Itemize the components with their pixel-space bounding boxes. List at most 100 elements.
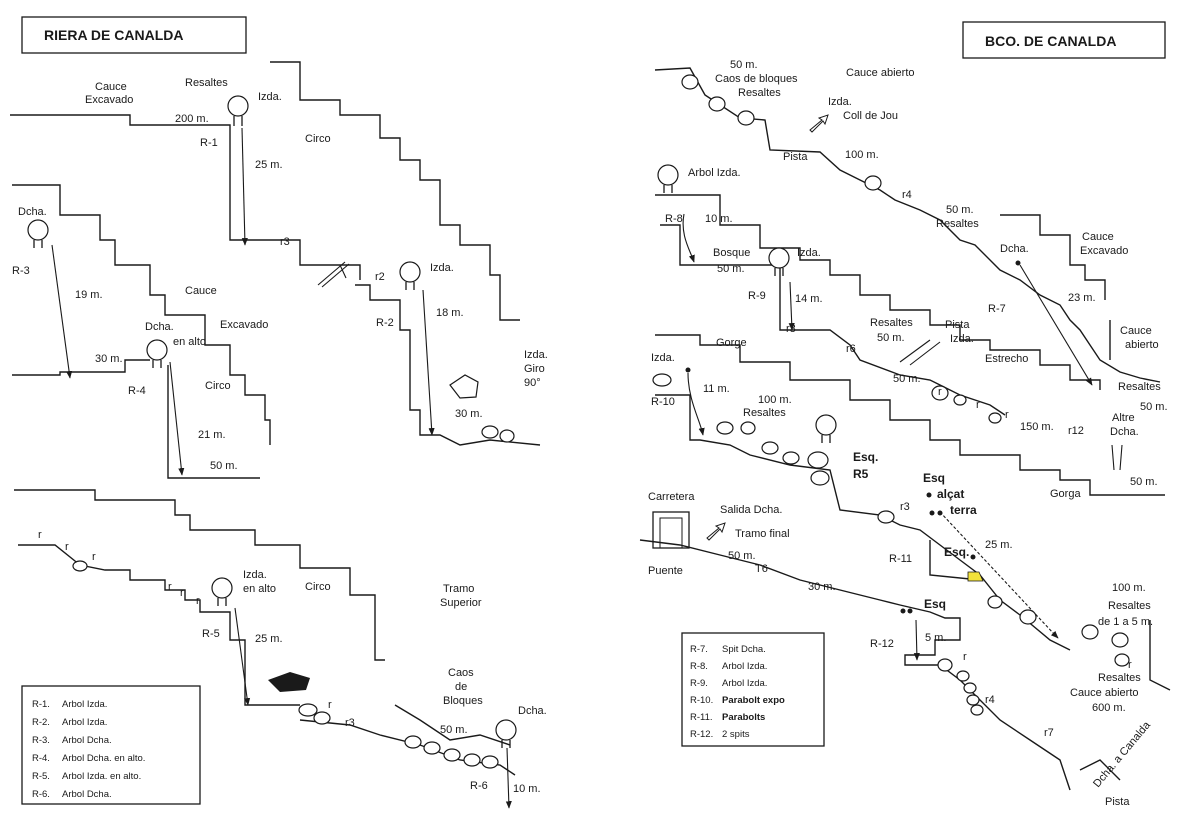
legend-text: Arbol Izda. xyxy=(722,661,767,672)
label-circo: Circo xyxy=(305,133,331,145)
label-dcha: Dcha. xyxy=(1000,243,1029,255)
boulder xyxy=(966,694,980,706)
label-resalte: r xyxy=(938,386,942,398)
label-length: 18 m. xyxy=(436,307,464,319)
boulder xyxy=(937,658,953,672)
label-rappel-r9: R-9 xyxy=(748,290,766,302)
label-resalte-r4: r4 xyxy=(902,189,912,201)
label-salida-dcha: Salida Dcha. xyxy=(720,504,782,516)
label-length: 11 m. xyxy=(703,383,730,395)
anchor-terra xyxy=(929,510,935,516)
label-en-alto: en alto xyxy=(243,583,276,595)
label-excavado: Excavado xyxy=(220,319,268,331)
label-resalte: r xyxy=(1005,409,1009,421)
label-length: 30 m. xyxy=(455,408,483,420)
label-resaltes: Resaltes xyxy=(1108,600,1151,612)
legend-text: Parabolts xyxy=(722,712,765,723)
label-rappel-r5: R5 xyxy=(853,467,869,481)
label-rappel-r5: R-5 xyxy=(202,628,220,640)
boulder xyxy=(931,385,949,401)
tree-esq-r5-icon xyxy=(815,414,837,443)
legend-code: R-6. xyxy=(32,789,50,800)
wall-r3-upper xyxy=(12,184,271,445)
label-length: 10 m. xyxy=(513,783,541,795)
wall-r12-lower xyxy=(639,539,1071,791)
label-rappel-r7: R-7 xyxy=(988,303,1006,315)
boulder xyxy=(716,421,734,435)
wall-r11-step xyxy=(929,540,981,581)
anchor-r12 xyxy=(900,608,906,614)
pista-line xyxy=(909,341,941,366)
tree-r5-icon xyxy=(211,577,233,606)
label-gorge: Gorge xyxy=(716,337,747,349)
label-resalte: r xyxy=(963,651,967,663)
label-length: 25 m. xyxy=(255,633,283,645)
boulder xyxy=(782,451,800,465)
label-resalte-r6: r6 xyxy=(846,343,856,355)
label-length: 23 m. xyxy=(1068,292,1096,304)
legend-text: Arbol Izda. xyxy=(62,699,107,710)
label-cauce-abierto: Cauce abierto xyxy=(1070,687,1139,699)
label-terra: terra xyxy=(950,503,977,517)
boulder xyxy=(443,748,461,762)
label-resalte: r xyxy=(180,587,184,599)
drop-arrow-r3 xyxy=(51,244,73,379)
label-rappel-r3: R-3 xyxy=(12,265,30,277)
drop-arrow-r5 xyxy=(234,607,251,706)
label-length: 50 m. xyxy=(730,59,758,71)
boulder xyxy=(298,703,318,717)
label-superior: Superior xyxy=(440,597,482,609)
boulder xyxy=(953,394,967,406)
label-t6: T6 xyxy=(755,563,768,575)
label-length: 150 m. xyxy=(1020,421,1054,433)
label-esq: Esq xyxy=(923,471,945,485)
right-legend: R-7. Spit Dcha. R-8. Arbol Izda. R-9. Ar… xyxy=(690,644,785,740)
legend-text: 2 spits xyxy=(722,729,750,740)
anchor-esq xyxy=(970,554,976,560)
label-cauce: Cauce xyxy=(1120,325,1152,337)
label-esq: Esq. xyxy=(853,450,878,464)
label-rappel-r2: R-2 xyxy=(376,317,394,329)
drop-arrow-r11 xyxy=(1050,630,1059,639)
label-izda: Izda. xyxy=(950,333,974,345)
label-bloques: Bloques xyxy=(443,695,483,707)
wall-r8-upper xyxy=(655,194,1101,390)
label-en-alto: en alto xyxy=(173,336,206,348)
boulder xyxy=(970,704,984,716)
label-length: 200 m. xyxy=(175,113,209,125)
label-length: 50 m. xyxy=(728,550,756,562)
left-legend: R-1. Arbol Izda. R-2. Arbol Izda. R-3. A… xyxy=(32,699,145,800)
wall-r3-lower xyxy=(12,359,150,376)
wall-lower-bottom xyxy=(299,719,516,776)
label-esq: Esq. xyxy=(944,545,969,559)
wall-lower-top xyxy=(14,489,385,661)
legend-code: R-7. xyxy=(690,644,708,655)
drop-line-r11 xyxy=(939,511,1056,636)
legend-code: R-9. xyxy=(690,678,708,689)
right-title: BCO. DE CANALDA xyxy=(985,33,1116,49)
label-izda: Izda. xyxy=(243,569,267,581)
label-rappel-r11: R-11 xyxy=(889,553,912,565)
legend-code: R-5. xyxy=(32,771,50,782)
altre-arrow xyxy=(1111,444,1115,471)
tree-r3-icon xyxy=(27,219,49,248)
boulder xyxy=(1111,632,1129,648)
boulder xyxy=(708,96,726,112)
altre-arrow xyxy=(1119,444,1123,471)
label-angle: 90° xyxy=(524,377,541,389)
legend-text: Arbol Dcha. en alto. xyxy=(62,753,145,764)
label-resaltes: Resaltes xyxy=(738,87,781,99)
tree-r2-icon xyxy=(399,261,421,290)
label-length: 30 m. xyxy=(808,581,836,593)
wall-r10-lower xyxy=(655,394,1071,651)
drop-arrow-r4 xyxy=(169,361,185,476)
legend-code: R-3. xyxy=(32,735,50,746)
boulder xyxy=(1114,653,1130,667)
label-pista: Pista xyxy=(783,151,808,163)
label-length: 100 m. xyxy=(845,149,879,161)
label-dcha-a-canalda: Dcha. a Canalda xyxy=(1091,719,1153,790)
label-dcha: Dcha. xyxy=(1110,426,1139,438)
boulder xyxy=(652,373,672,387)
legend-code: R-8. xyxy=(690,661,708,672)
wall-r1-right xyxy=(270,61,520,321)
